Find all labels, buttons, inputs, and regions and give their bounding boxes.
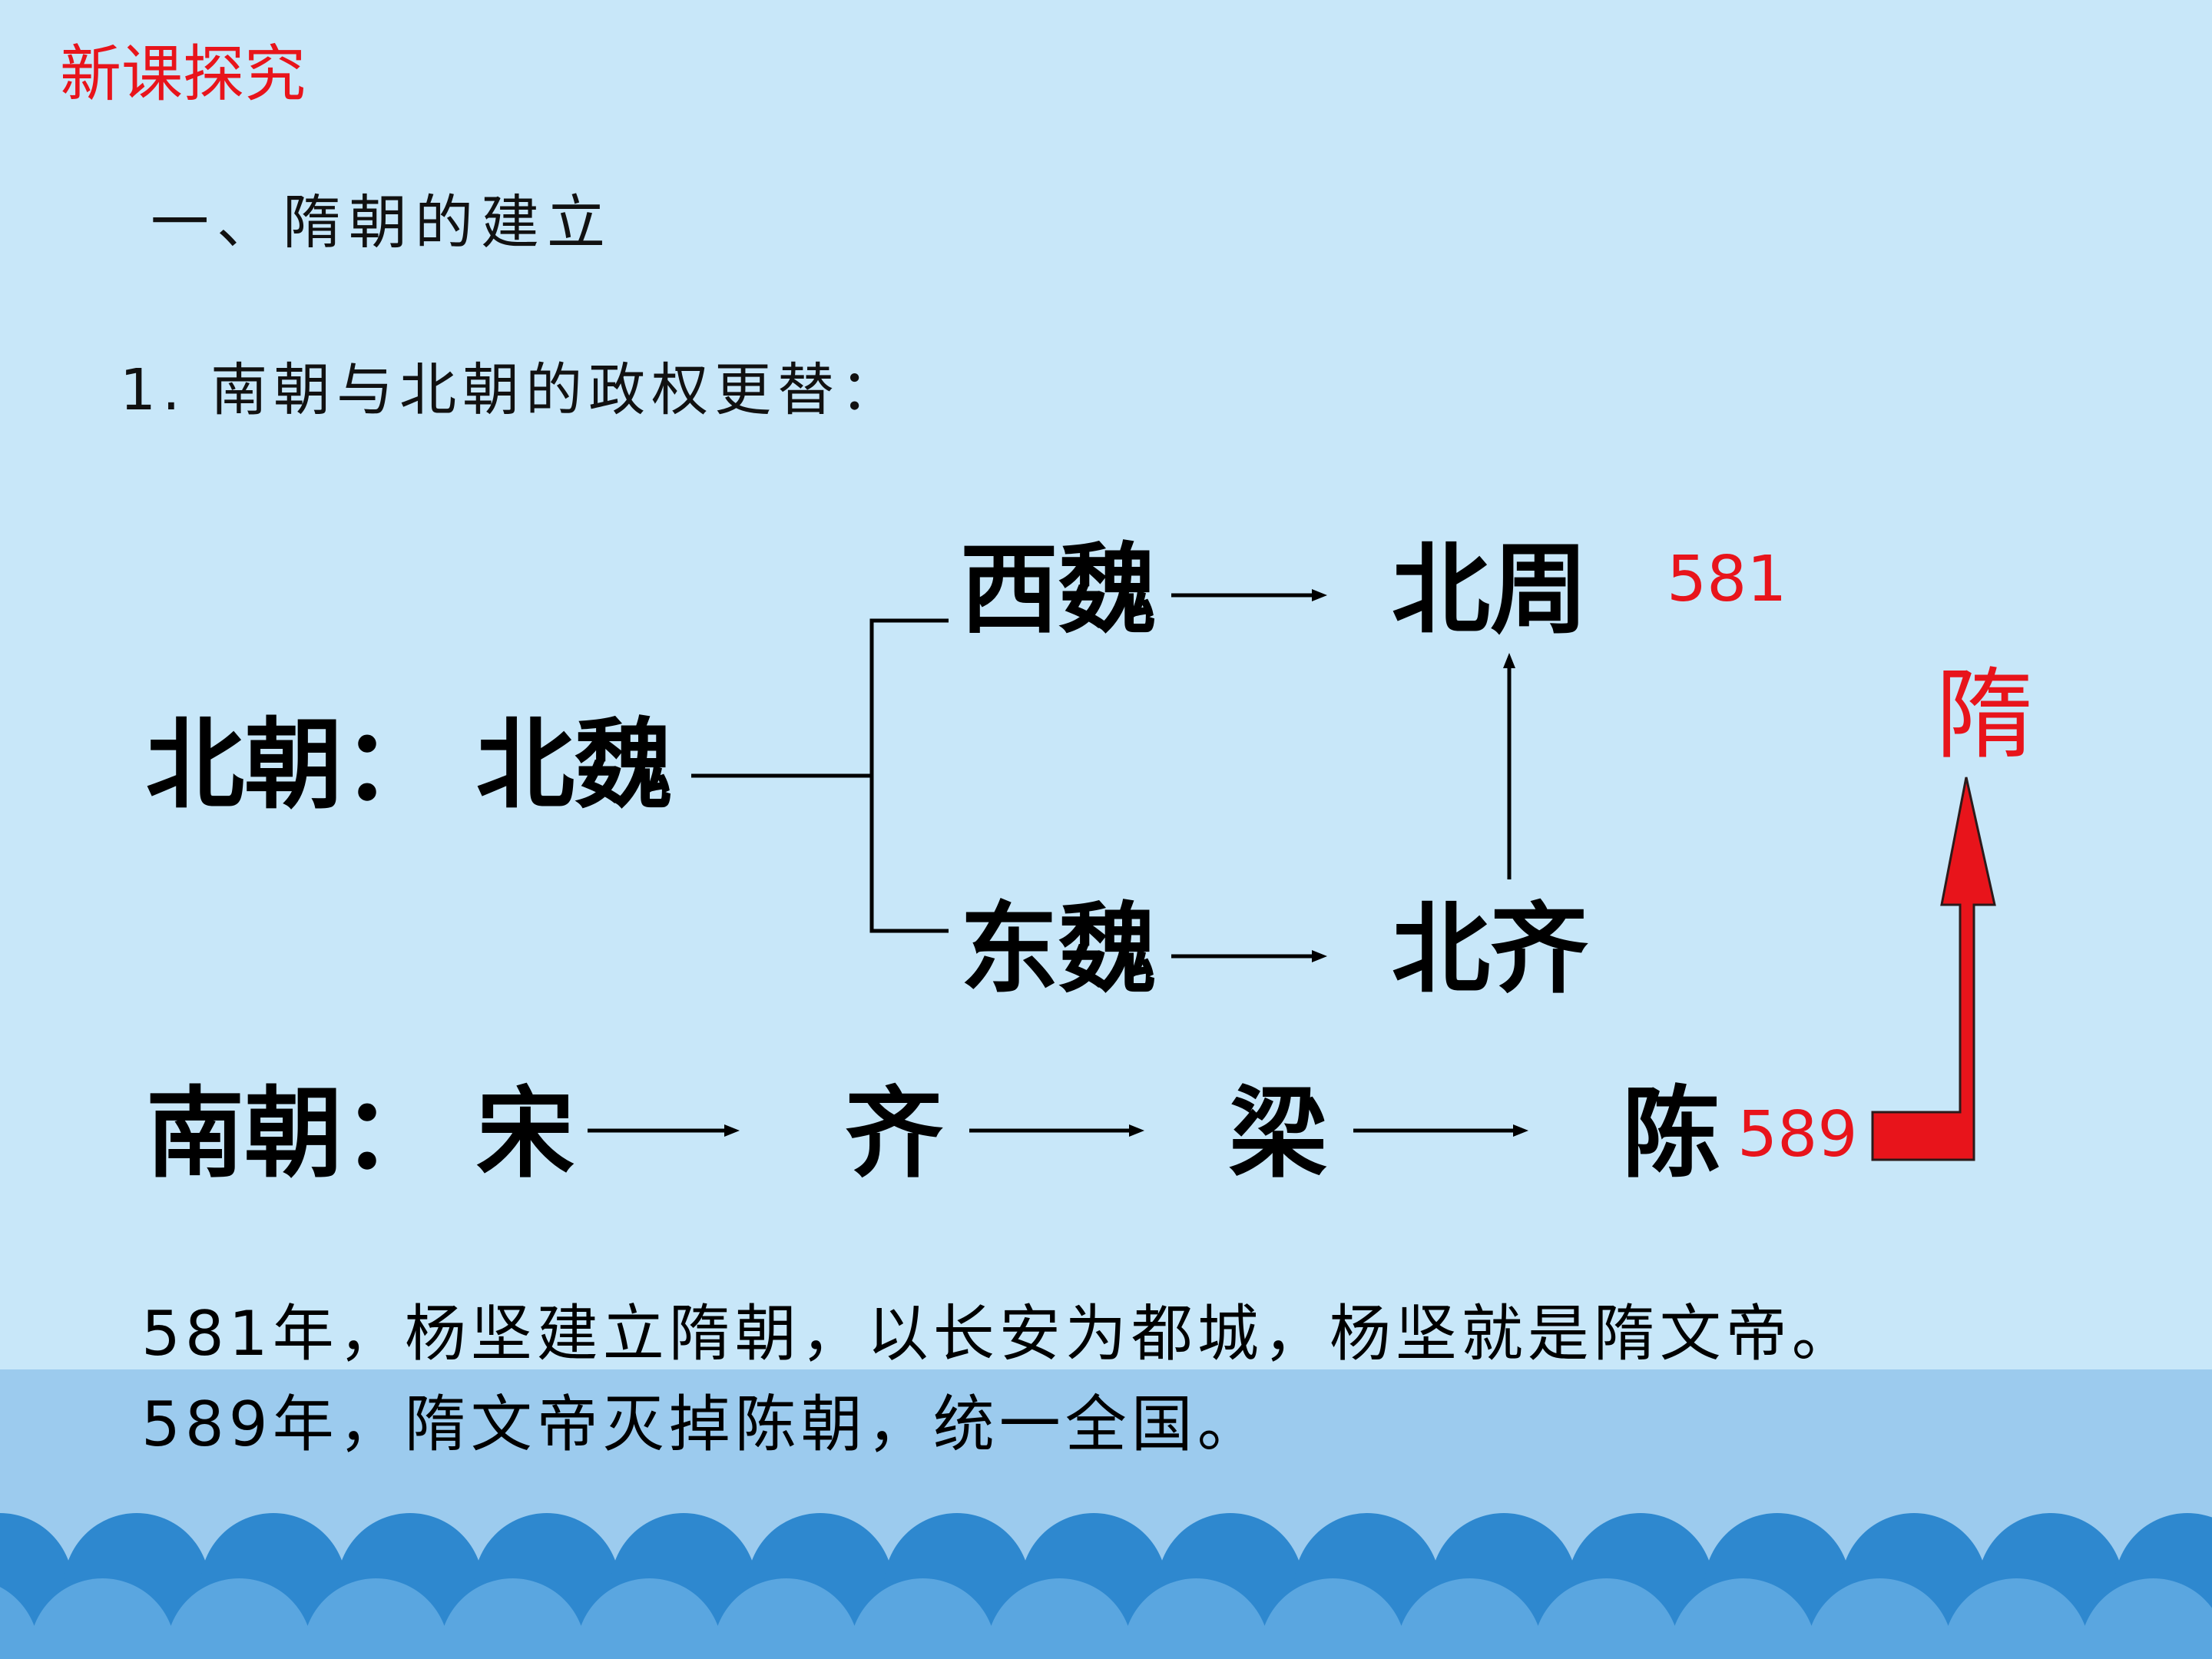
- node-north-wei: 北魏: [476, 708, 673, 823]
- wave-scallop: [849, 1578, 996, 1659]
- wave-scallop: [166, 1578, 313, 1659]
- wave-scallop: [29, 1578, 176, 1659]
- node-northern-zhou: 北周: [1392, 533, 1588, 647]
- wave-scallop: [1123, 1578, 1270, 1659]
- node-eastern-wei: 东魏: [960, 892, 1157, 1007]
- node-song: 宋: [476, 1077, 575, 1191]
- wave-scallop: [1943, 1578, 2090, 1659]
- node-western-wei: 西魏: [960, 533, 1157, 647]
- wave-scallop: [1806, 1578, 1953, 1659]
- wave-scallop: [2080, 1578, 2212, 1659]
- wave-scallop: [0, 1587, 39, 1659]
- arrow-head: [724, 1124, 740, 1137]
- node-qi: 齐: [845, 1077, 943, 1191]
- node-northern-qi: 北齐: [1392, 892, 1588, 1007]
- wave-scallop: [713, 1578, 859, 1659]
- arrow-head: [1503, 653, 1515, 668]
- arrow-head: [1513, 1124, 1528, 1137]
- year-581: 581: [1667, 543, 1787, 616]
- arrow-head: [1312, 950, 1327, 962]
- wave-scallop: [1396, 1578, 1543, 1659]
- arrow-head: [1312, 589, 1327, 601]
- branch-bracket: [869, 618, 949, 933]
- red-up-arrow: [1871, 777, 1996, 1161]
- section-label: 新课探究: [60, 38, 306, 110]
- wave-scallop: [1533, 1578, 1680, 1659]
- node-sui: 隋: [1936, 658, 2034, 773]
- year-589: 589: [1737, 1098, 1858, 1171]
- summary-line-2: 589年，隋文帝灭掉陈朝，统一全国。: [141, 1389, 1263, 1460]
- wave-scallop: [303, 1578, 449, 1659]
- wave-scallop: [576, 1578, 723, 1659]
- node-chen: 陈: [1622, 1077, 1720, 1191]
- arrow-head: [1129, 1124, 1144, 1137]
- dynasty-diagram: 北朝： 北魏 西魏 东魏 北周 北齐 581 南朝： 宋 齐 梁 陈 589 隋: [146, 533, 2034, 1191]
- south-label: 南朝：: [146, 1077, 441, 1191]
- north-label: 北朝：: [146, 708, 441, 823]
- wave-scallop: [1670, 1578, 1816, 1659]
- summary-line-1: 581年，杨坚建立隋朝，以长安为都城，杨坚就是隋文帝。: [141, 1298, 1858, 1369]
- wave-scallop: [986, 1578, 1133, 1659]
- wave-decoration: [0, 1513, 2212, 1659]
- wave-scallop: [439, 1578, 586, 1659]
- lesson-subheading: 1. 南朝与北朝的政权更替：: [120, 357, 904, 423]
- lesson-heading: 一、隋朝的建立: [151, 188, 613, 257]
- node-liang: 梁: [1229, 1077, 1327, 1191]
- wave-scallop: [1260, 1578, 1406, 1659]
